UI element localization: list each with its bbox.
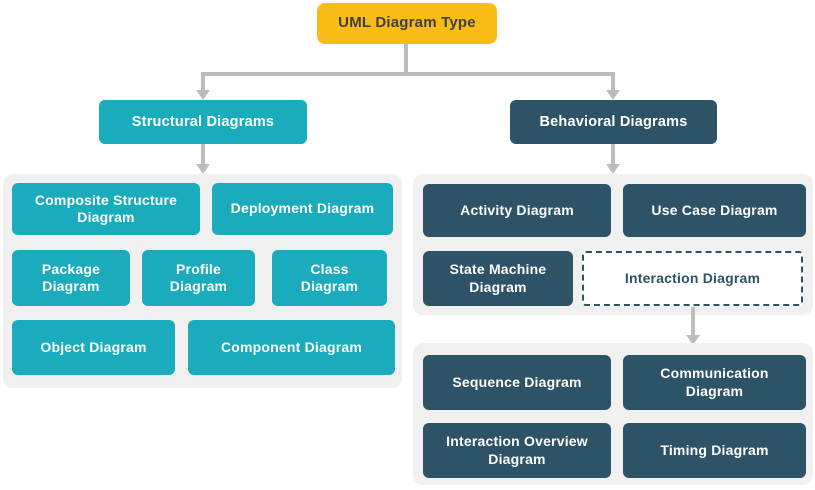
node-use-case-diagram: Use Case Diagram [623,184,806,237]
node-uml-diagram-type: UML Diagram Type [317,3,497,44]
node-interaction-overview-diagram: Interaction Overview Diagram [423,423,611,478]
node-profile-diagram: Profile Diagram [142,250,255,306]
node-state-machine-diagram: State Machine Diagram [423,251,573,306]
arrow-down-icon [196,90,210,100]
connector-to-behavioral [611,72,615,91]
connector-root-stub [404,44,408,75]
node-component-diagram: Component Diagram [188,320,395,375]
arrow-down-icon [606,90,620,100]
arrow-down-icon [606,164,620,174]
node-activity-diagram: Activity Diagram [423,184,611,237]
node-package-diagram: Package Diagram [12,250,130,306]
node-timing-diagram: Timing Diagram [623,423,806,478]
connector-interaction-group [691,307,695,336]
connector-behavioral-group [611,144,615,166]
arrow-down-icon [686,335,700,345]
connector-to-structural [201,72,205,91]
node-sequence-diagram: Sequence Diagram [423,355,611,410]
connector-branch-horizontal [201,72,615,76]
node-deployment-diagram: Deployment Diagram [212,183,393,235]
node-interaction-diagram: Interaction Diagram [582,251,803,306]
arrow-down-icon [196,164,210,174]
node-communication-diagram: Communication Diagram [623,355,806,410]
node-behavioral-diagrams: Behavioral Diagrams [510,100,717,144]
node-structural-diagrams: Structural Diagrams [99,100,307,144]
node-class-diagram: Class Diagram [272,250,387,306]
node-composite-structure-diagram: Composite Structure Diagram [12,183,200,235]
connector-structural-group [201,144,205,166]
node-object-diagram: Object Diagram [12,320,175,375]
